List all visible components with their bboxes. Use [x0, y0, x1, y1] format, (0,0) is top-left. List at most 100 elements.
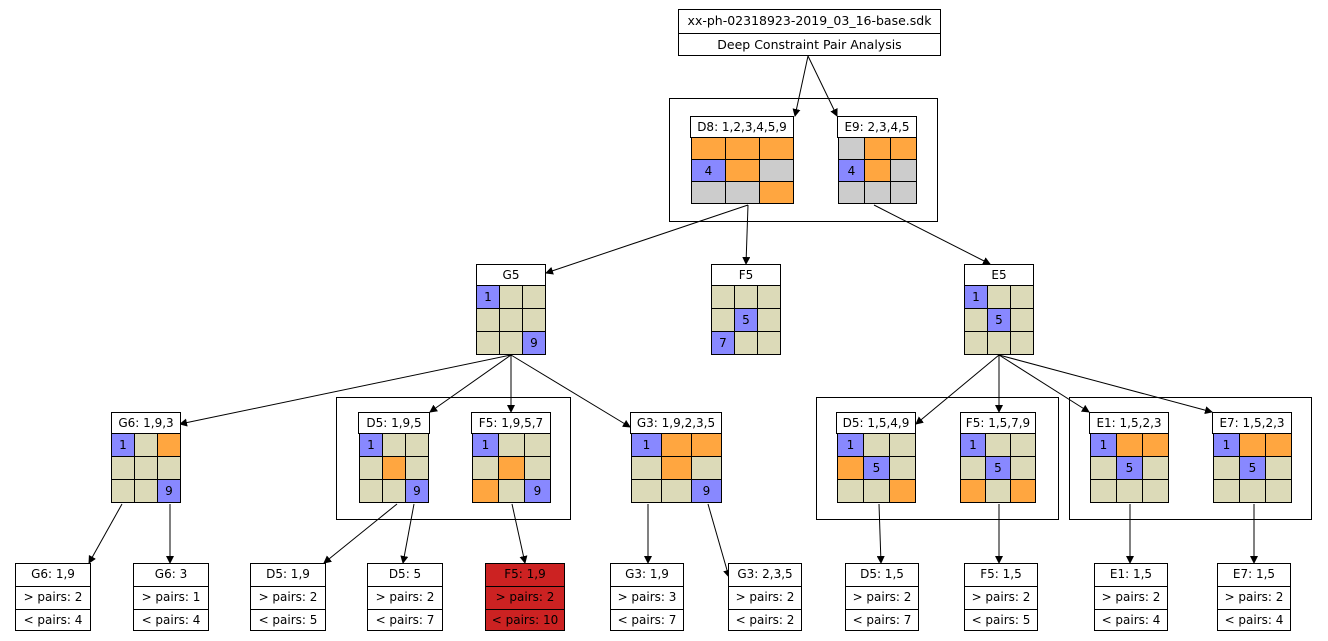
- leaf-gt-text: > pairs: 2: [965, 587, 1037, 610]
- leaf-node: D5: 1,9> pairs: 2< pairs: 5: [250, 563, 326, 631]
- leaf-lt-text: < pairs: 2: [735, 613, 795, 627]
- grid-cell: [477, 332, 500, 355]
- file-name: xx-ph-02318923-2019_03_16-base.sdk: [679, 10, 940, 34]
- edge-arrow: [876, 503, 885, 564]
- grid-cell: 1: [473, 434, 499, 457]
- grid-cell: [961, 457, 986, 480]
- leaf-lt-text: < pairs: 7: [852, 613, 912, 627]
- grid-cell: [1011, 286, 1034, 309]
- leaf-lt-text: < pairs: 5: [971, 613, 1031, 627]
- leaf-label-text: D5: 1,5: [846, 564, 918, 587]
- grid-cell: [712, 286, 735, 309]
- grid-cell: [1143, 457, 1169, 480]
- leaf-node: E1: 1,5> pairs: 2< pairs: 4: [1094, 563, 1168, 631]
- leaf-gt-text: > pairs: 2: [368, 587, 442, 610]
- grid-cell: [735, 286, 758, 309]
- grid-cell: [662, 480, 692, 503]
- grid-cell: [961, 480, 986, 503]
- grid-cell: [890, 457, 916, 480]
- grid-cell: [1011, 332, 1034, 355]
- grid-cell: [1214, 457, 1240, 480]
- grid-cell: [1240, 434, 1266, 457]
- edge-arrow: [510, 354, 631, 428]
- grid-cell: [1091, 457, 1117, 480]
- grid-cell: [662, 434, 692, 457]
- grid-cell: 1: [112, 434, 135, 457]
- grid-cell: [891, 138, 917, 160]
- grid-cell: [1240, 480, 1266, 503]
- grid-cell: [865, 160, 891, 182]
- group-d5-f5-right-box: [816, 397, 1059, 520]
- grid-cell: 9: [406, 480, 429, 503]
- group-pair-box: [669, 98, 938, 222]
- leaf-gt-text: > pairs: 1: [134, 587, 208, 610]
- grid-cell: [965, 332, 988, 355]
- cell-node-f5-label: F5: [711, 264, 781, 286]
- grid-cell: [360, 457, 383, 480]
- leaf-gt-text: > pairs: 3: [611, 587, 683, 610]
- leaf-label-text: G3: 1,9: [611, 564, 683, 587]
- grid-cell: [986, 480, 1011, 503]
- grid-cell: [473, 480, 499, 503]
- grid-cell: [1117, 434, 1143, 457]
- g3-node-label: G3: 1,9,2,3,5: [630, 412, 722, 434]
- leaf-label-text: G3: 2,3,5: [729, 564, 801, 587]
- leaf-gt-text: > pairs: 2: [486, 587, 564, 610]
- grid-cell: [383, 480, 406, 503]
- grid-cell: [692, 457, 722, 480]
- grid-cell: [758, 309, 781, 332]
- leaf-node: G6: 1,9> pairs: 2< pairs: 4: [15, 563, 91, 631]
- grid-cell: [500, 332, 523, 355]
- grid-cell: [839, 138, 865, 160]
- grid-cell: [890, 434, 916, 457]
- grid-cell: [1011, 309, 1034, 332]
- leaf-node: D5: 1,5> pairs: 2< pairs: 7: [845, 563, 919, 631]
- edge-arrow: [915, 354, 1000, 425]
- grid-cell: [406, 457, 429, 480]
- grid-cell: [865, 138, 891, 160]
- leaf-gt-text: > pairs: 2: [729, 587, 801, 610]
- grid-cell: [1011, 480, 1036, 503]
- grid-cell: [383, 457, 406, 480]
- grid-cell: [1011, 434, 1036, 457]
- d5-node-right-label: D5: 1,5,4,9: [836, 412, 916, 434]
- group-e1-e7-box: [1069, 397, 1312, 520]
- leaf-node: G3: 1,9> pairs: 3< pairs: 7: [610, 563, 684, 631]
- grid-cell: [406, 434, 429, 457]
- leaf-label-text: D5: 5: [368, 564, 442, 587]
- title-node: xx-ph-02318923-2019_03_16-base.sdk Deep …: [678, 9, 941, 56]
- grid-cell: [473, 457, 499, 480]
- leaf-label-text: E7: 1,5: [1218, 564, 1290, 587]
- leaf-node: G3: 2,3,5> pairs: 2 < pairs: 2: [728, 563, 802, 631]
- grid-cell: [735, 332, 758, 355]
- grid-cell: [112, 480, 135, 503]
- grid-cell: 1: [965, 286, 988, 309]
- edge-arrow: [707, 503, 731, 578]
- grid-cell: 1: [360, 434, 383, 457]
- grid-cell: [1117, 480, 1143, 503]
- edge-arrow: [179, 354, 512, 427]
- grid-cell: [712, 309, 735, 332]
- pair-node-d8-grid: 4: [691, 137, 794, 204]
- grid-cell: 9: [158, 480, 181, 503]
- grid-cell: [692, 182, 726, 204]
- grid-cell: [1143, 434, 1169, 457]
- grid-cell: [360, 480, 383, 503]
- edge-arrow: [998, 354, 1213, 415]
- edge-arrow: [998, 354, 1090, 413]
- grid-cell: 1: [961, 434, 986, 457]
- leaf-lt-text: < pairs: 7: [375, 613, 435, 627]
- grid-cell: [477, 309, 500, 332]
- grid-cell: [499, 434, 525, 457]
- grid-cell: [988, 286, 1011, 309]
- grid-cell: [760, 182, 794, 204]
- grid-cell: 1: [632, 434, 662, 457]
- d5-node-left-label: D5: 1,9,5: [358, 412, 430, 434]
- grid-cell: [692, 434, 722, 457]
- leaf-lt-text: < pairs: 5: [258, 613, 318, 627]
- e1-node-label: E1: 1,5,2,3: [1089, 412, 1169, 434]
- grid-cell: [988, 332, 1011, 355]
